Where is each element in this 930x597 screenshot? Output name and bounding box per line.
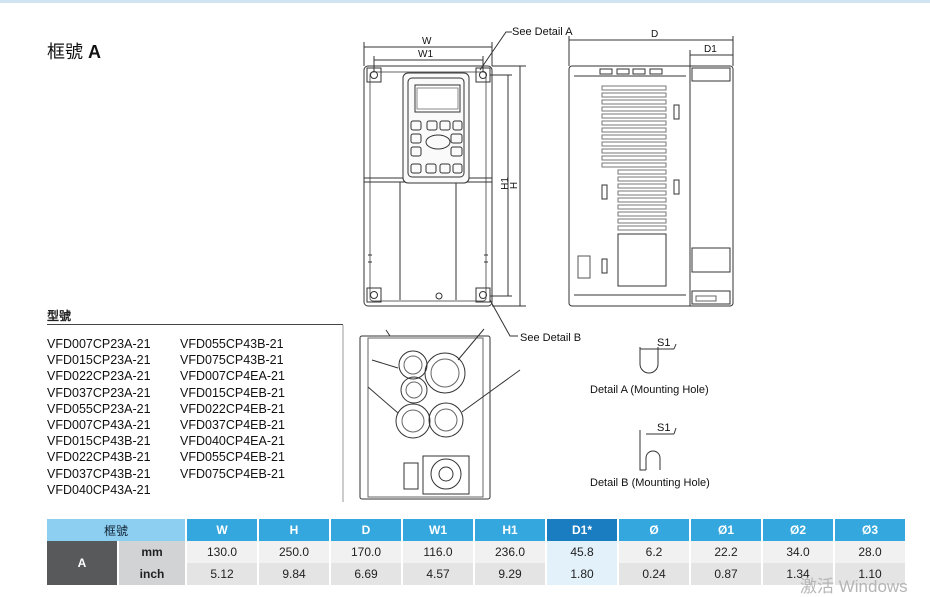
dim-w1: W1 xyxy=(418,49,433,60)
model-list-right: VFD055CP43B-21 VFD075CP43B-21 VFD007CP4E… xyxy=(180,336,285,482)
model-item: VFD055CP23A-21 xyxy=(47,401,151,416)
detail-b-caption: Detail B (Mounting Hole) xyxy=(590,477,710,489)
model-item: VFD007CP23A-21 xyxy=(47,337,151,351)
model-item: VFD037CP43B-21 xyxy=(47,466,151,481)
table-header-cell: H1 xyxy=(474,519,547,541)
table-cell: 236.0 xyxy=(474,541,547,563)
windows-activation-watermark: 激活 Windows xyxy=(800,577,908,596)
keypad-panel xyxy=(402,72,470,184)
model-heading-rule xyxy=(47,324,343,325)
model-item: VFD075CP43B-21 xyxy=(180,353,284,368)
table-cell: 6.69 xyxy=(330,563,403,585)
model-list-left: VFD007CP23A-21 VFD015CP23A-21 VFD022CP23… xyxy=(47,336,151,498)
table-frame-cell: A xyxy=(47,541,119,585)
table-cell: 28.0 xyxy=(834,541,907,563)
table-cell: 1.34 xyxy=(762,563,835,585)
dimension-table: 框號 W H D W1 H1 D1* Ø Ø1 Ø2 Ø3 A mm 130.0… xyxy=(47,519,907,585)
detail-a-caption: Detail A (Mounting Hole) xyxy=(590,384,709,396)
table-cell: 116.0 xyxy=(402,541,475,563)
detail-a-s1-label: S1 xyxy=(657,337,671,349)
table-header-cell: Ø1 xyxy=(690,519,763,541)
model-item: VFD040CP43A-21 xyxy=(47,482,151,497)
model-item: VFD022CP4EB-21 xyxy=(180,401,285,416)
table-cell: 0.87 xyxy=(690,563,763,585)
table-row: inch 5.12 9.84 6.69 4.57 9.29 1.80 0.24 … xyxy=(47,563,907,585)
model-item: VFD075CP4EB-21 xyxy=(180,466,285,481)
model-item: VFD055CP43B-21 xyxy=(180,337,284,351)
model-item: VFD015CP4EB-21 xyxy=(180,385,285,400)
table-cell: 170.0 xyxy=(330,541,403,563)
table-header-cell: W1 xyxy=(402,519,475,541)
model-heading: 型號 xyxy=(47,309,72,323)
frame-title-letter: A xyxy=(88,42,102,62)
table-cell: 250.0 xyxy=(258,541,331,563)
model-item: VFD022CP23A-21 xyxy=(47,369,151,384)
table-cell: 4.57 xyxy=(402,563,475,585)
dim-h: H xyxy=(509,181,521,190)
table-cell: 1.80 xyxy=(546,563,619,585)
dim-w: W xyxy=(422,36,432,47)
table-cell: 5.12 xyxy=(186,563,259,585)
table-header-cell: Ø xyxy=(618,519,691,541)
model-item: VFD007CP43A-21 xyxy=(47,418,151,433)
front-view xyxy=(363,42,526,307)
table-header-cell: W xyxy=(186,519,259,541)
top-rule xyxy=(0,0,930,3)
see-detail-a-callout: See Detail A xyxy=(512,26,573,38)
model-item: VFD055CP4EB-21 xyxy=(180,450,285,465)
table-unit-cell: mm xyxy=(118,541,187,563)
detail-b-drawing xyxy=(639,427,677,471)
frame-title: 框號 A xyxy=(47,38,101,64)
table-unit-cell: inch xyxy=(118,563,187,585)
table-header-cell: Ø2 xyxy=(762,519,835,541)
table-cell: 6.2 xyxy=(618,541,691,563)
table-cell: 22.2 xyxy=(690,541,763,563)
table-header-cell: D1* xyxy=(546,519,619,541)
model-item: VFD037CP23A-21 xyxy=(47,385,151,400)
table-header-row: 框號 W H D W1 H1 D1* Ø Ø1 Ø2 Ø3 xyxy=(47,519,907,541)
dim-d: D xyxy=(651,29,659,40)
table-cell: 45.8 xyxy=(546,541,619,563)
frame-title-label: 框號 xyxy=(47,42,83,62)
table-header-cell: D xyxy=(330,519,403,541)
model-item: VFD040CP4EA-21 xyxy=(180,434,285,449)
table-cell: 0.24 xyxy=(618,563,691,585)
model-item: VFD015CP23A-21 xyxy=(47,353,151,368)
dim-d1: D1 xyxy=(704,44,717,55)
table-cell: 1.10 xyxy=(834,563,907,585)
detail-b-s1-label: S1 xyxy=(657,422,671,434)
table-cell: 9.29 xyxy=(474,563,547,585)
model-item: VFD037CP4EB-21 xyxy=(180,418,285,433)
table-cell: 130.0 xyxy=(186,541,259,563)
bottom-view xyxy=(359,328,521,500)
detail-a-drawing xyxy=(639,343,677,374)
table-corner-header: 框號 xyxy=(47,519,187,541)
side-view xyxy=(568,36,734,307)
model-item: VFD022CP43B-21 xyxy=(47,450,151,465)
see-detail-b-callout: See Detail B xyxy=(520,332,582,344)
table-header-cell: Ø3 xyxy=(834,519,907,541)
table-cell: 34.0 xyxy=(762,541,835,563)
model-item: VFD015CP43B-21 xyxy=(47,434,151,449)
model-item: VFD007CP4EA-21 xyxy=(180,369,285,384)
table-cell: 9.84 xyxy=(258,563,331,585)
table-row: A mm 130.0 250.0 170.0 116.0 236.0 45.8 … xyxy=(47,541,907,585)
table-header-cell: H xyxy=(258,519,331,541)
